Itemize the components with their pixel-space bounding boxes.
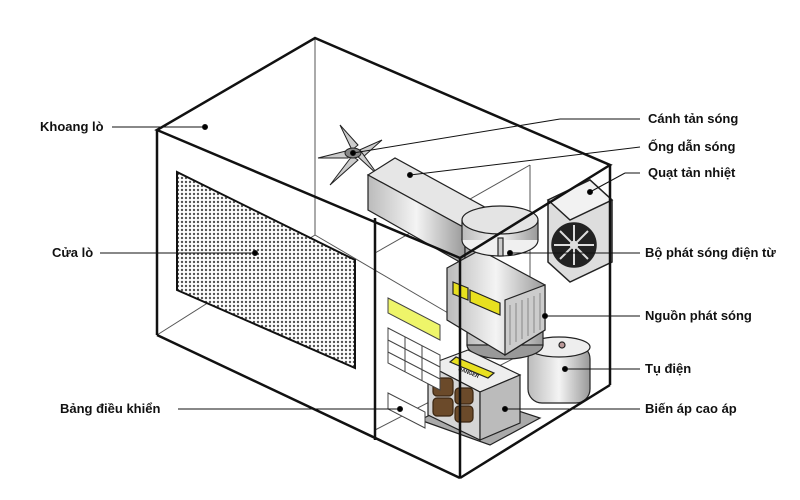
label-stirrer: Cánh tản sóng — [648, 111, 739, 126]
label-door: Cửa lò — [52, 245, 94, 260]
label-magnetron: Bộ phát sóng điện từ — [645, 245, 776, 260]
control-panel — [387, 297, 441, 429]
door-window — [176, 170, 356, 370]
label-cavity: Khoang lò — [40, 119, 104, 134]
label-transformer: Biến áp cao áp — [645, 401, 737, 416]
label-source: Nguồn phát sóng — [645, 308, 752, 323]
cabinet-outline — [154, 36, 613, 480]
label-waveguide: Ống dẫn sóng — [648, 139, 736, 154]
cooling-fan — [546, 179, 614, 283]
label-cooling-fan: Quạt tản nhiệt — [648, 165, 736, 180]
magnetron — [446, 205, 546, 360]
label-control-panel: Bảng điều khiển — [60, 401, 161, 416]
label-capacitor: Tụ điện — [645, 361, 692, 376]
leader-lines — [100, 118, 641, 412]
